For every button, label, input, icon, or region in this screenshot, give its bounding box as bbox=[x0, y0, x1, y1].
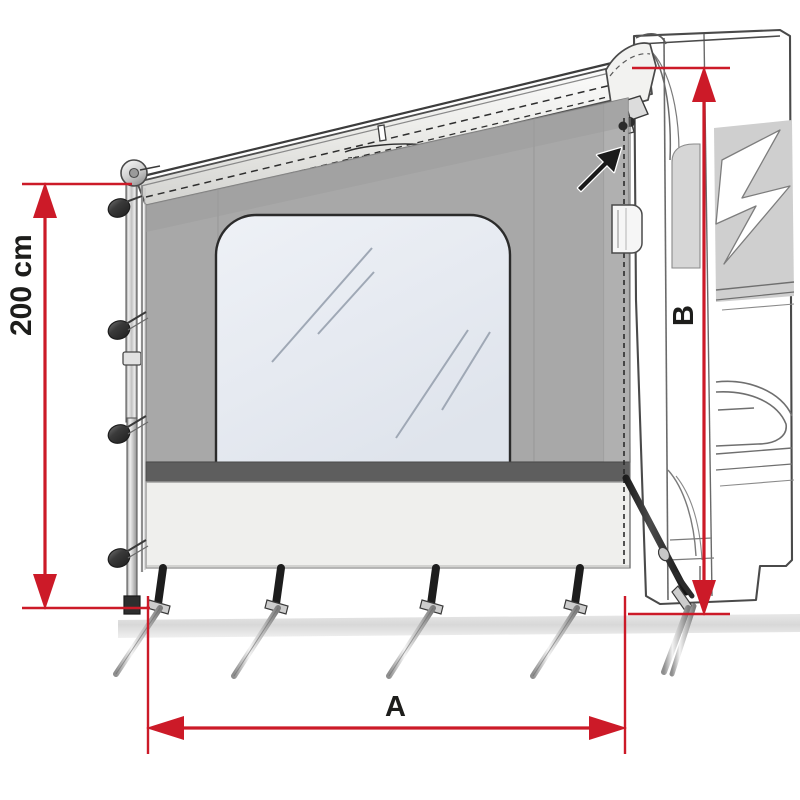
vehicle-body bbox=[632, 28, 795, 606]
zipper-strip bbox=[611, 118, 643, 568]
zipper-pull-tab bbox=[611, 204, 643, 254]
window-reflections bbox=[271, 247, 491, 439]
pole-clamp-knob bbox=[107, 311, 149, 340]
dimension-drop-b bbox=[628, 66, 730, 616]
dimension-label-b: B bbox=[668, 305, 700, 326]
pole-top-joint bbox=[120, 159, 161, 187]
vehicle-graphic-decal bbox=[714, 120, 795, 311]
ground-peg bbox=[231, 564, 289, 679]
tension-strap bbox=[622, 474, 695, 599]
dimension-label-height: 200 cm bbox=[5, 234, 38, 336]
window-panel bbox=[214, 213, 512, 469]
zipper-direction-arrow-icon bbox=[576, 146, 623, 193]
ground-peg bbox=[386, 564, 444, 679]
dimension-height-200cm bbox=[22, 182, 150, 610]
ground-peg bbox=[530, 564, 588, 679]
dimension-label-a: A bbox=[385, 691, 406, 723]
pole-clamp-knob bbox=[107, 415, 149, 444]
lower-skirt-panel bbox=[145, 481, 631, 569]
ground-peg bbox=[113, 564, 171, 677]
vertical-pole bbox=[107, 159, 161, 615]
dark-seam-band bbox=[145, 461, 631, 483]
dimension-width-a bbox=[146, 596, 627, 754]
ground-peg bbox=[661, 585, 697, 677]
pole-clamp-knob bbox=[107, 195, 143, 218]
vehicle-graphic-swoosh bbox=[715, 380, 795, 487]
pole-clamp-knob bbox=[107, 539, 149, 568]
ground-line bbox=[118, 614, 800, 638]
